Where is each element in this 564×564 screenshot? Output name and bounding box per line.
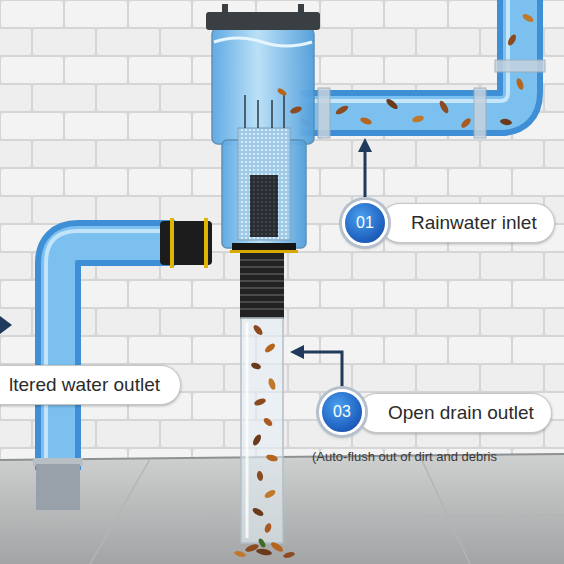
filter-housing	[206, 4, 320, 253]
drain-pipe	[234, 253, 296, 559]
callout-number-text: 03	[333, 403, 351, 421]
callout-number-text: 01	[356, 214, 374, 232]
label-pill: Open drain outlet	[357, 393, 552, 433]
inlet-pipe	[298, 0, 545, 138]
leaf-debris	[298, 12, 534, 129]
label-pill: ltered water outlet	[0, 365, 181, 405]
leaf-debris	[234, 323, 296, 558]
leader-arrow	[0, 138, 372, 387]
label-text: ltered water outlet	[9, 374, 160, 396]
callout-number: 03	[319, 389, 365, 435]
label-pill: Rainwater inlet	[380, 203, 555, 243]
outlet-pipe	[33, 218, 212, 510]
label-text: Rainwater inlet	[411, 212, 537, 234]
note-text: (Auto-flush out of dirt and debris	[312, 449, 497, 464]
callout-number: 01	[342, 200, 388, 246]
label-text: Open drain outlet	[388, 402, 534, 424]
